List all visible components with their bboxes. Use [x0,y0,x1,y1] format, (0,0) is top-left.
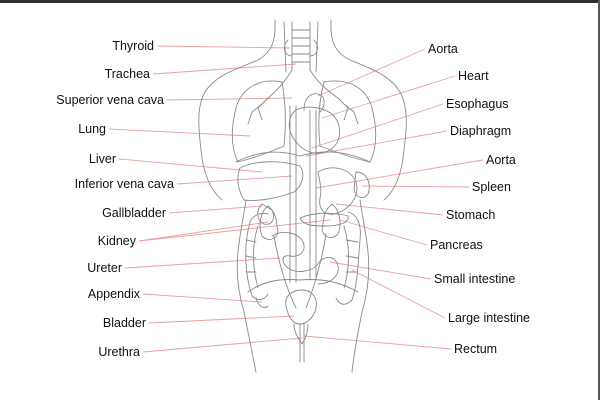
large-intestine-shape [245,211,361,305]
label-heart: Heart [458,69,489,83]
thyroid-shape [284,39,318,57]
label-spleen: Spleen [472,180,511,194]
label-large-intestine: Large intestine [448,311,531,325]
label-diaphragm: Diaphragm [450,124,512,138]
label-lung: Lung [78,122,106,136]
label-aorta-lower: Aorta [486,153,516,167]
label-rectum: Rectum [454,342,498,356]
small-intestine-shape [271,232,339,285]
bronchi [247,97,359,125]
trachea-shape [267,21,339,99]
label-small-intestine: Small intestine [434,272,516,286]
leader-line-superior-vena-cava [166,97,293,101]
spleen-shape [353,171,370,198]
leader-line-small-intestine [329,261,432,280]
leader-line-aorta-upper [317,48,426,97]
leader-line-liver [118,158,263,173]
leader-line-bladder [148,315,295,324]
label-inferior-vena-cava: Inferior vena cava [74,177,174,191]
torso-outline-right [330,19,407,151]
leader-line-inferior-vena-cava [176,175,293,185]
leader-line-trachea [152,63,297,75]
leader-line-thyroid [156,45,291,49]
pancreas-shape [299,212,349,227]
leader-line-appendix [142,293,263,303]
leader-line-kidney [138,221,269,242]
ureters [273,233,327,309]
right-flank [351,199,370,373]
leader-line-lung [108,128,251,137]
large-intestine-inner [253,225,349,289]
trachea-rings [291,29,311,63]
label-pancreas: Pancreas [430,238,483,252]
label-bladder: Bladder [102,316,146,330]
leader-line-ureter [124,257,281,269]
label-kidney: Kidney [97,234,136,248]
label-gallbladder: Gallbladder [102,206,166,220]
bladder-shape [285,289,317,325]
organ-outlines [198,19,407,373]
leader-line-spleen [361,185,470,188]
label-trachea: Trachea [104,67,150,81]
label-aorta-upper: Aorta [428,42,458,56]
left-arm-crease [200,149,223,201]
label-superior-vena-cava: Superior vena cava [56,93,164,107]
torso-outline [198,19,276,151]
rectum-shape [293,323,309,345]
leader-line-esophagus [311,103,444,149]
leader-line-stomach [335,203,444,216]
right-arm-crease [383,149,405,201]
leader-line-large-intestine [351,269,446,319]
leader-line-heart [321,75,456,119]
neck-vessels [283,21,319,73]
label-ureter: Ureter [87,261,122,275]
urethra-shape [299,323,305,363]
label-urethra: Urethra [98,345,140,359]
label-appendix: Appendix [87,287,140,301]
right-kidney-shape [321,203,341,238]
left-lung-shape [231,80,286,163]
colon-haustra [245,239,359,273]
liver-shape [237,161,304,201]
leader-line-urethra [142,337,303,353]
right-border [598,0,600,400]
aortic-arch [303,93,325,113]
diaphragm-shape [235,151,371,163]
right-lung-shape [318,80,377,163]
vena-cava-shape [289,105,297,283]
label-liver: Liver [88,152,116,166]
stomach-shape [317,167,358,215]
top-border [0,0,600,3]
label-esophagus: Esophagus [446,97,509,111]
hip-line [247,279,359,293]
label-thyroid: Thyroid [112,39,154,53]
heart-shape [288,106,340,154]
leader-line-rectum [303,335,452,350]
left-flank [236,199,257,373]
left-kidney-shape [259,205,279,240]
appendix-shape [255,297,269,309]
leader-line-pancreas [339,219,428,246]
label-stomach: Stomach [446,208,496,222]
leader-line-gallbladder [168,205,263,214]
leader-line-kidney [138,219,331,242]
gallbladder-shape [257,203,275,225]
aorta-shape [309,109,317,281]
